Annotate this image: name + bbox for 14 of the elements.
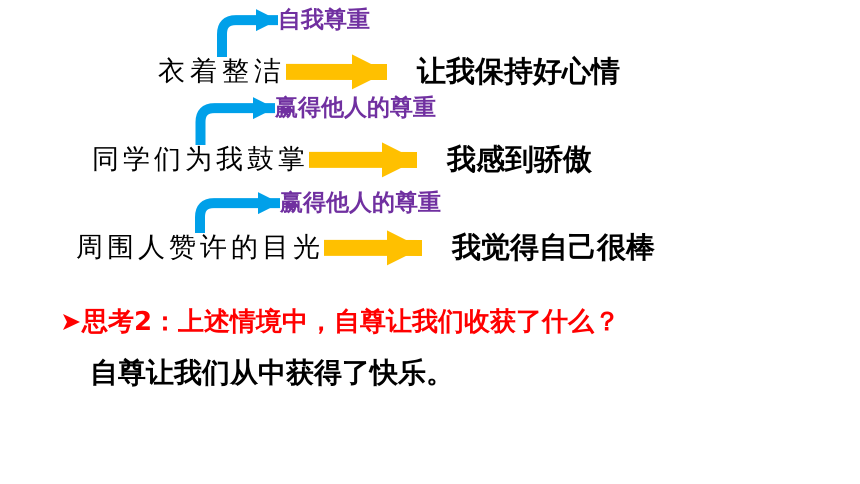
cause-text: 周围人赞许的目光 (76, 233, 324, 263)
arrow (324, 230, 422, 266)
result-label: 自我尊重 (278, 8, 370, 33)
answer-text: 自尊让我们从中获得了快乐。 (90, 358, 454, 388)
result-label: 赢得他人的尊重 (275, 96, 436, 121)
feeling-text: 让我保持好心情 (387, 56, 620, 88)
cause-text: 衣着整洁 (158, 57, 286, 87)
cause-text: 同学们为我鼓掌 (92, 145, 309, 175)
feeling-text: 我感到骄傲 (417, 144, 592, 176)
result-label: 赢得他人的尊重 (280, 190, 441, 216)
question-text: 思考2：上述情境中，自尊让我们收获了什么？ (82, 308, 620, 336)
arrow (309, 142, 417, 178)
arrow (286, 54, 387, 90)
feeling-text: 我觉得自己很棒 (422, 232, 655, 264)
